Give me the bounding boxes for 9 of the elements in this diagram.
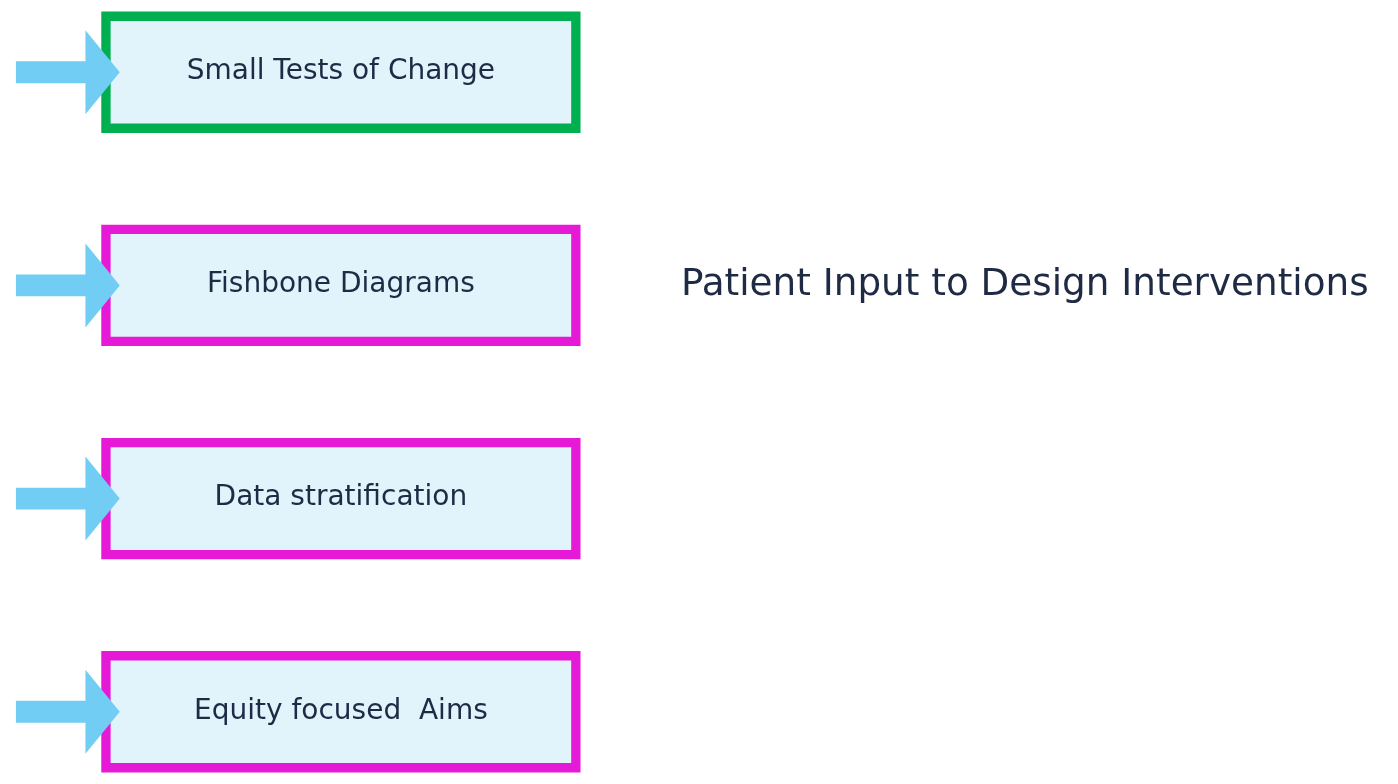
node-box: Data stratification (101, 437, 581, 560)
arrow (15, 243, 120, 328)
node-box: Fishbone Diagrams (101, 224, 581, 347)
node-box: Small Tests of Change (101, 11, 581, 133)
label: Patient Input to Design Interventions (680, 260, 1369, 305)
arrow (15, 30, 120, 115)
node-box: Equity focused Aims (101, 651, 581, 773)
arrow (15, 669, 120, 754)
arrow (15, 456, 120, 541)
